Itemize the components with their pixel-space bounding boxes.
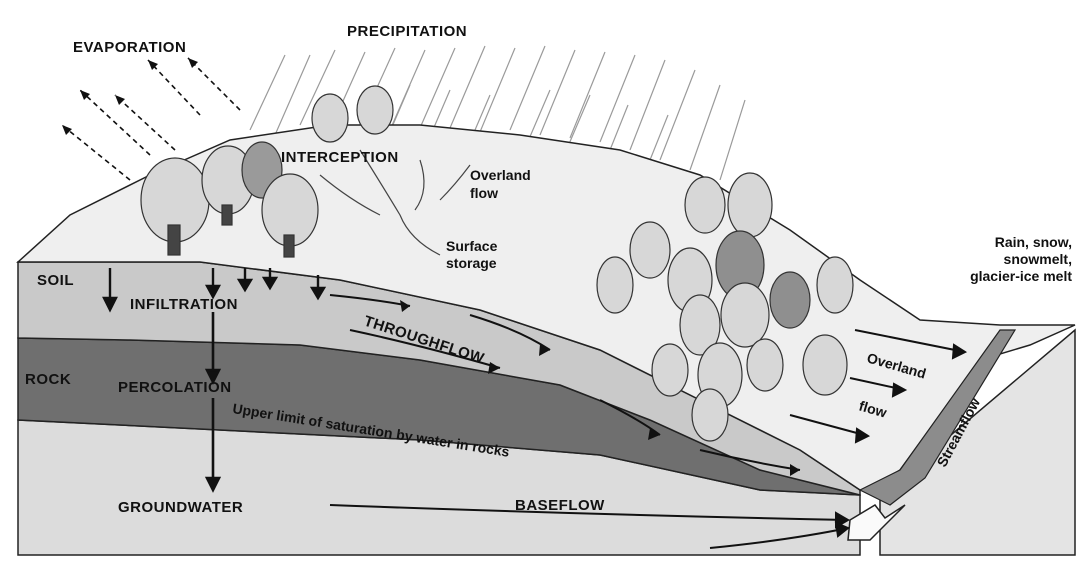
label-overland-flow-top-1: Overland <box>470 167 531 183</box>
label-rain-note-1: Rain, snow, <box>995 234 1072 250</box>
label-overland-flow-top-2: flow <box>470 185 498 201</box>
label-precipitation: PRECIPITATION <box>347 23 467 40</box>
label-surface-storage-1: Surface <box>446 238 498 254</box>
label-groundwater: GROUNDWATER <box>118 499 243 516</box>
label-percolation: PERCOLATION <box>118 379 232 396</box>
label-surface-storage-2: storage <box>446 255 497 271</box>
label-rock: ROCK <box>25 371 71 388</box>
evaporation-arrowheads <box>62 58 198 135</box>
label-baseflow: BASEFLOW <box>515 497 605 514</box>
label-soil: SOIL <box>37 272 74 289</box>
label-rain-note-2: snowmelt, <box>1004 251 1072 267</box>
label-rain-note-3: glacier-ice melt <box>970 268 1072 284</box>
label-evaporation: EVAPORATION <box>73 39 186 56</box>
label-interception: INTERCEPTION <box>281 149 399 166</box>
label-infiltration: INFILTRATION <box>130 296 238 313</box>
